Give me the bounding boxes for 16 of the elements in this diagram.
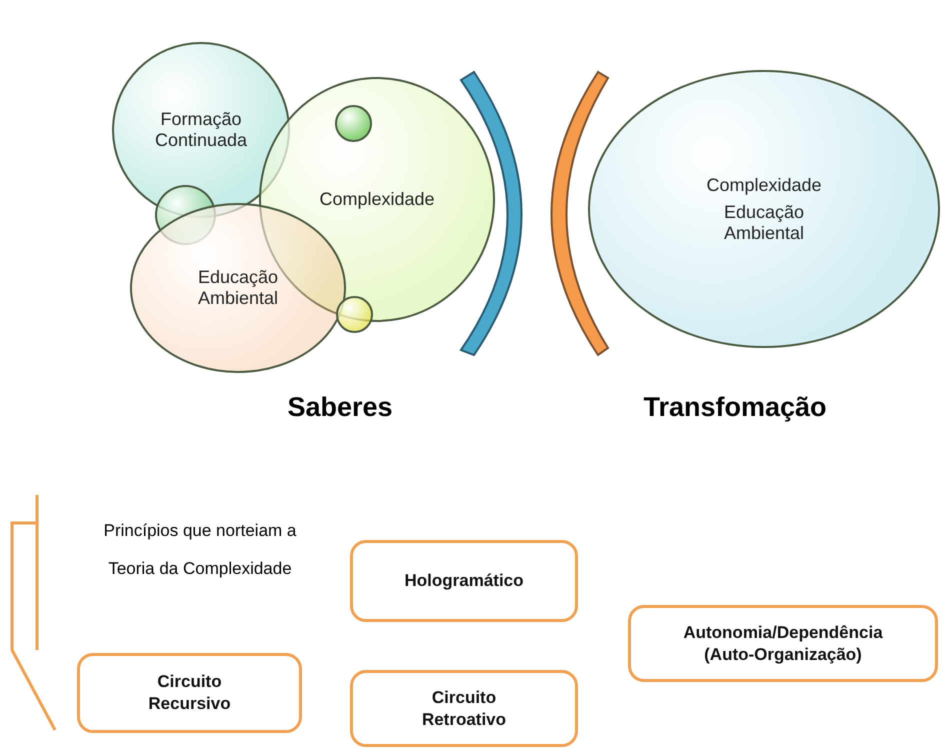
- arc-bracket: [458, 70, 524, 358]
- principle-box: Circuito Retroativo: [350, 670, 578, 747]
- bubble-label: Complexidade: [319, 189, 435, 210]
- group-heading: Princípios que norteiam a Teoria da Complexidade: [102, 520, 298, 580]
- bubble-label: Educação Ambiental: [722, 202, 806, 244]
- small-bubble: [336, 296, 373, 333]
- small-bubble: [335, 105, 372, 142]
- section-title: Saberes: [286, 392, 394, 423]
- arc-bracket: [548, 70, 612, 358]
- bubble-label: Complexidade: [706, 174, 822, 196]
- principle-box: Autonomia/Dependência (Auto-Organização): [628, 605, 938, 682]
- section-title: Transfomação: [642, 392, 828, 423]
- principle-box: Hologramático: [350, 540, 578, 622]
- bubble-label: Formação Continuada: [154, 109, 248, 151]
- principle-box: Circuito Recursivo: [77, 653, 302, 733]
- bubble-label: Educação Ambiental: [196, 267, 280, 309]
